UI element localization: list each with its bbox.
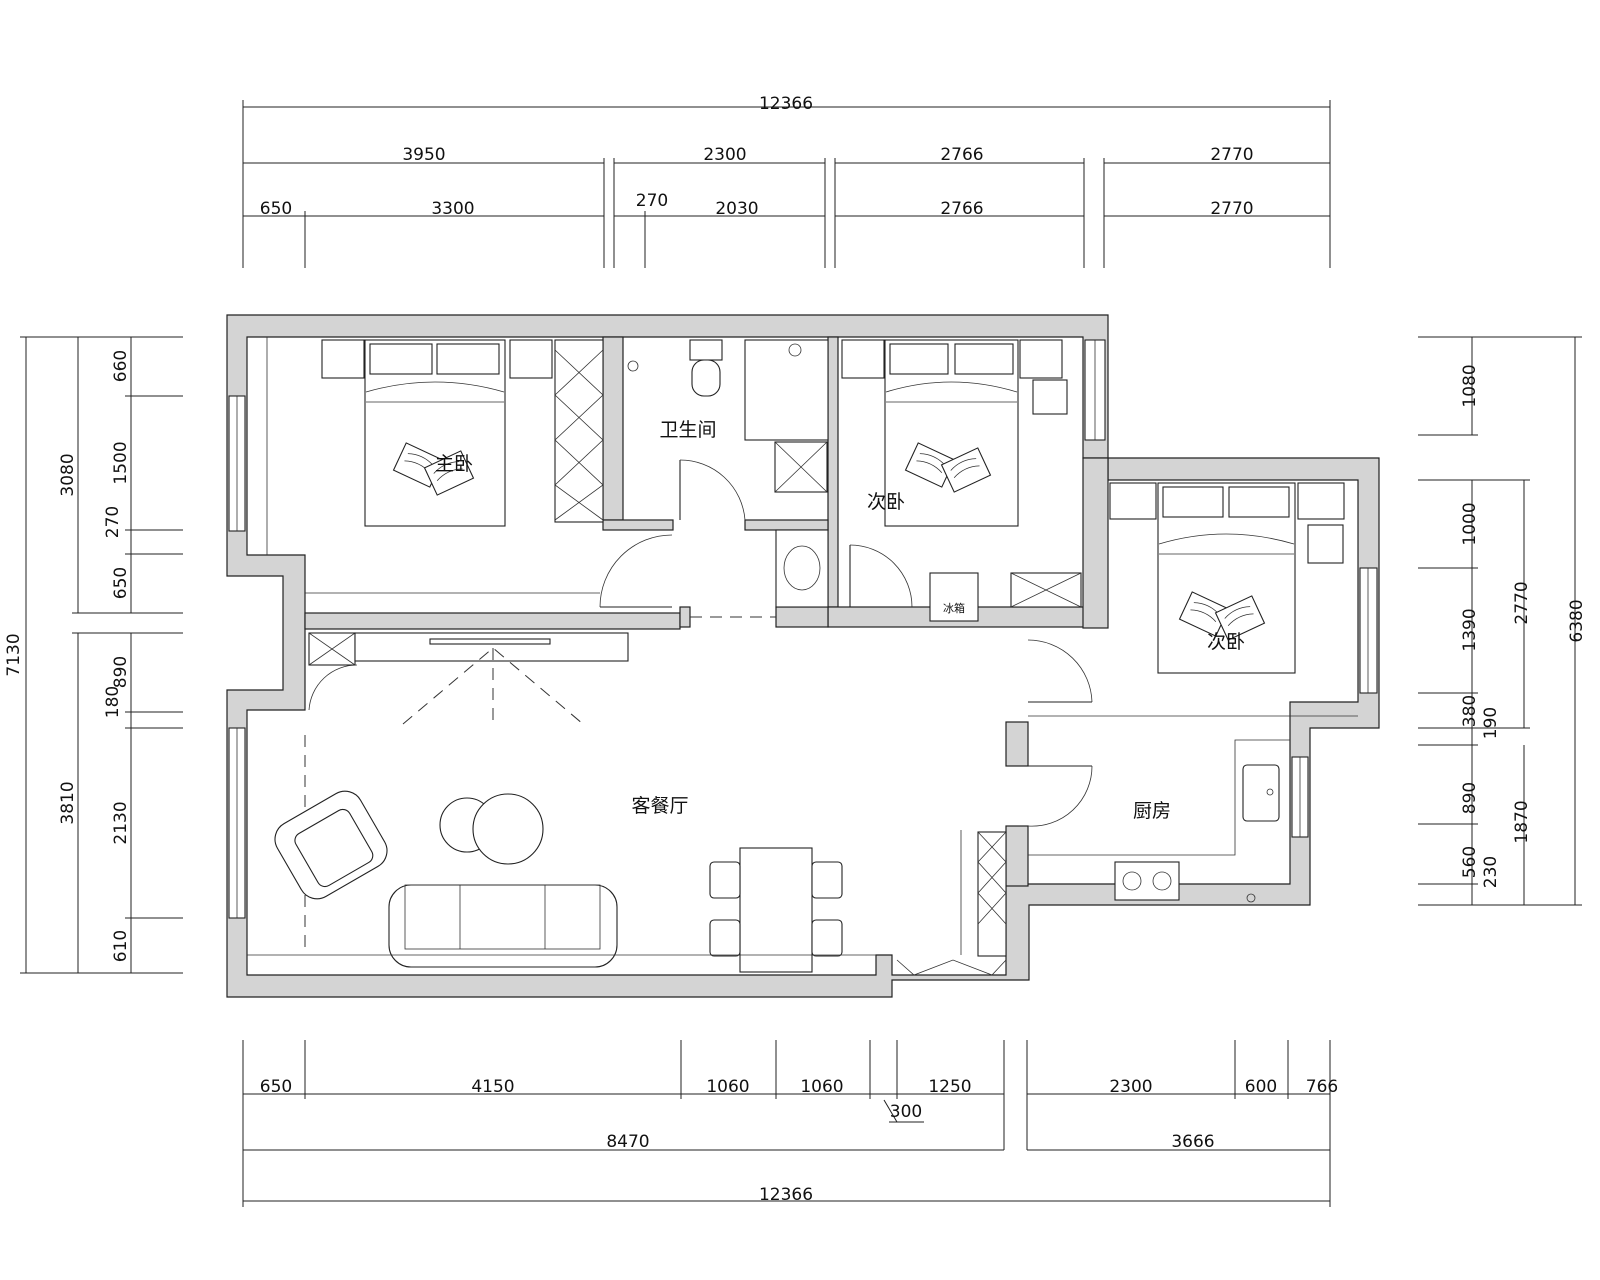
tv-cabinet — [354, 632, 629, 662]
top-dim-650: 650 — [260, 199, 292, 219]
top-dim-2770b: 2770 — [1210, 199, 1253, 219]
bottom-dim-600: 600 — [1245, 1077, 1277, 1097]
top-dim-2766b: 2766 — [940, 199, 983, 219]
bedroom-3: 次卧 — [1027, 482, 1358, 717]
top-dim-2770: 2770 — [1210, 145, 1253, 165]
bottom-dim-3666: 3666 — [1171, 1132, 1214, 1152]
left-total-dim: 7130 — [4, 633, 24, 676]
dining-table — [739, 847, 813, 973]
kitchen: 厨房 — [1027, 739, 1290, 903]
top-dim-270: 270 — [636, 191, 668, 211]
room-label-master: 主卧 — [435, 453, 473, 475]
left-dim-3810: 3810 — [58, 781, 78, 824]
top-dim-2300: 2300 — [703, 145, 746, 165]
bottom-total-dim: 12366 — [759, 1185, 813, 1205]
left-dimensions: 7130 3080 3810 660 1500 270 650 890 180 … — [4, 336, 183, 974]
bottom-dim-4150: 4150 — [471, 1077, 514, 1097]
right-dim-1390: 1390 — [1460, 608, 1480, 651]
top-total-dim: 12366 — [759, 94, 813, 114]
stove — [1114, 861, 1180, 901]
top-dim-3300: 3300 — [431, 199, 474, 219]
right-dim-560: 560 — [1460, 846, 1480, 878]
left-dim-3080: 3080 — [58, 453, 78, 496]
bottom-dim-766: 766 — [1306, 1077, 1338, 1097]
fridge — [929, 572, 979, 622]
right-dim-230: 230 — [1481, 856, 1501, 888]
bottom-dim-300: 300 — [890, 1102, 922, 1122]
right-dim-190: 190 — [1481, 707, 1501, 739]
master-bedroom: 主卧 — [266, 337, 673, 608]
living-dining: 客餐厅 — [247, 632, 1007, 973]
left-dim-660: 660 — [111, 350, 131, 382]
bathroom: 卫生间 — [627, 339, 829, 618]
right-dimensions: 6380 2770 1870 1080 1000 1390 380 190 89… — [1418, 336, 1587, 906]
left-dim-610: 610 — [111, 930, 131, 962]
bottom-dim-1060a: 1060 — [706, 1077, 749, 1097]
left-dim-650: 650 — [111, 567, 131, 599]
bottom-dimensions: 650 4150 1060 1060 1250 2300 600 766 300… — [242, 1040, 1338, 1207]
windows — [228, 339, 1378, 976]
right-dim-1080: 1080 — [1460, 364, 1480, 407]
armchair — [274, 790, 388, 900]
bottom-dim-1250: 1250 — [928, 1077, 971, 1097]
right-dim-1000: 1000 — [1460, 502, 1480, 545]
bottom-dim-8470: 8470 — [606, 1132, 649, 1152]
right-dim-380: 380 — [1460, 695, 1480, 727]
left-dim-890: 890 — [111, 656, 131, 688]
left-dim-270: 270 — [103, 506, 123, 538]
right-dim-1870: 1870 — [1512, 800, 1532, 843]
room-label-living: 客餐厅 — [631, 795, 688, 817]
bottom-dim-1060b: 1060 — [800, 1077, 843, 1097]
top-dim-3950: 3950 — [402, 145, 445, 165]
top-dimensions: 12366 3950 2300 2766 2770 650 3300 270 2… — [242, 94, 1331, 268]
kitchen-sink — [1242, 764, 1280, 822]
bedroom-2: 次卧 冰箱 — [841, 339, 1082, 622]
top-dim-2030: 2030 — [715, 199, 758, 219]
room-label-bedroom-2a: 次卧 — [867, 491, 905, 513]
right-dim-890: 890 — [1460, 782, 1480, 814]
left-dim-2130: 2130 — [111, 801, 131, 844]
fridge-label: 冰箱 — [943, 601, 965, 615]
bottom-dim-2300: 2300 — [1109, 1077, 1152, 1097]
bottom-dim-650: 650 — [260, 1077, 292, 1097]
right-dim-2770: 2770 — [1512, 581, 1532, 624]
room-label-bedroom-2b: 次卧 — [1207, 631, 1245, 653]
left-dim-180: 180 — [103, 686, 123, 718]
left-dim-1500: 1500 — [111, 441, 131, 484]
room-label-bathroom: 卫生间 — [659, 419, 716, 441]
master-wardrobe — [554, 339, 604, 523]
right-total-dim: 6380 — [1567, 599, 1587, 642]
coffee-table — [472, 793, 544, 865]
top-dim-2766: 2766 — [940, 145, 983, 165]
room-label-kitchen: 厨房 — [1133, 800, 1171, 822]
